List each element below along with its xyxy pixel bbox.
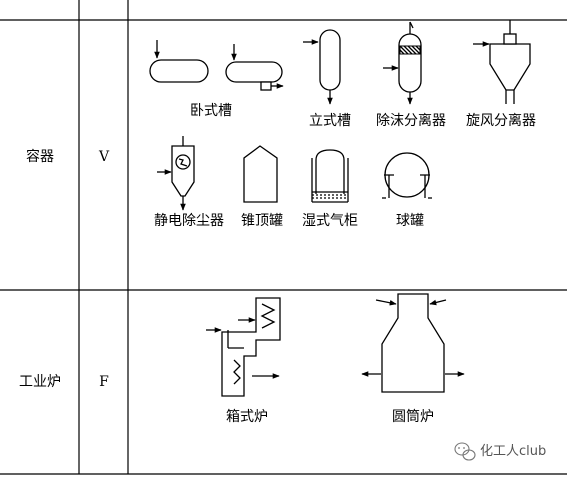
symbol-label-cylindrical-furnace: 圆筒炉 [392,408,434,425]
symbol-label-box-furnace: 箱式炉 [226,409,268,425]
box-furnace-icon [206,297,281,397]
electrostatic-precipitator-icon [157,136,195,211]
row-code-vessel: V [98,149,110,165]
symbol-label-spherical-tank: 球罐 [396,213,424,229]
symbol-label-demister-separator: 除沫分离器 [376,112,446,129]
symbol-label-electrostatic-precipitator: 静电除尘器 [154,213,224,229]
symbol-label-vertical-tank: 立式槽 [309,113,351,129]
cyclone-separator-icon [473,20,531,104]
cone-roof-tank-icon [243,145,278,203]
row-category-vessel: 容器 [26,148,54,165]
wechat-logo-icon [454,442,476,461]
vertical-tank-icon [303,29,341,105]
watermark-text: 化工人club [480,444,546,459]
symbol-label-wet-gas-holder: 湿式气柜 [302,213,358,229]
symbol-label-horizontal-tank: 卧式槽 [190,103,232,119]
row-code-furnace: F [99,374,109,390]
symbol-label-cyclone-separator: 旋风分离器 [466,112,536,129]
row-category-furnace: 工业炉 [19,374,61,390]
cylindrical-furnace-icon [361,293,465,393]
spherical-tank-icon [382,152,432,199]
horizontal-tank-icon [149,40,284,91]
wet-gas-holder-icon [311,149,349,203]
demister-separator-icon [383,21,422,105]
symbol-label-cone-roof-tank: 锥顶罐 [241,213,283,229]
